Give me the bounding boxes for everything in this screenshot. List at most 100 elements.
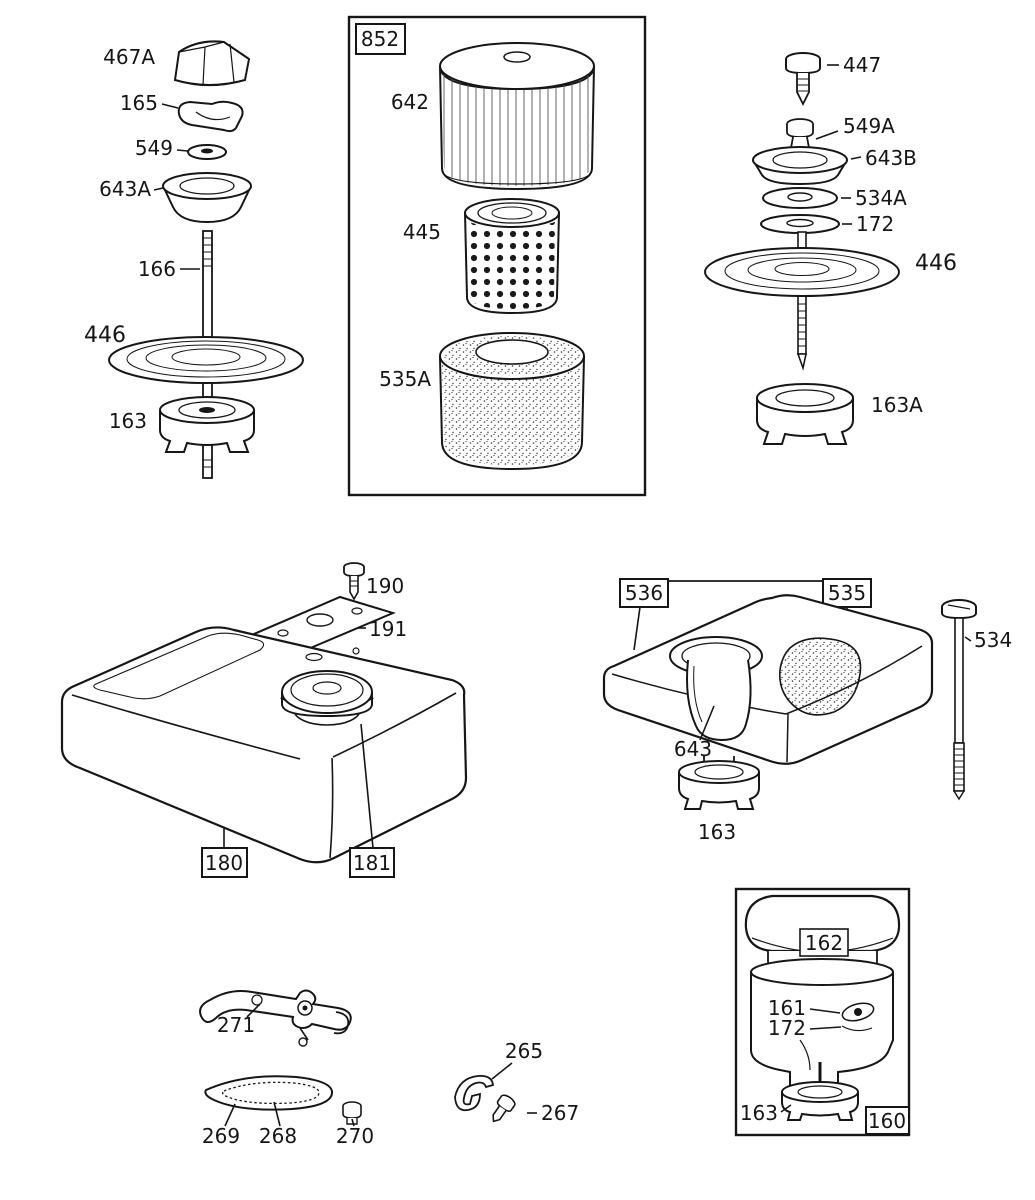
label-446-a: 446 bbox=[84, 323, 126, 348]
label-269: 269 bbox=[202, 1124, 240, 1148]
fuel-tank-assembly-a: 190 191 180 181 bbox=[60, 562, 468, 878]
label-box-536 bbox=[619, 578, 669, 608]
plate-446-a-drawing bbox=[108, 336, 304, 384]
frame-160 bbox=[734, 887, 911, 1137]
leader-line bbox=[633, 606, 641, 651]
leader-line bbox=[699, 705, 715, 741]
leader-line bbox=[780, 1104, 792, 1113]
air-cleaner-box-852: 852 642 445 535A bbox=[347, 15, 647, 497]
leader-line bbox=[360, 723, 374, 849]
leader-line bbox=[161, 103, 179, 109]
label-161: 161 bbox=[768, 996, 806, 1020]
lever-271-drawing bbox=[199, 989, 352, 1047]
dipstick-534-drawing bbox=[941, 599, 977, 801]
cap-549a-drawing bbox=[786, 118, 814, 149]
air-cleaner-assembly-b: 447 549A 643B 534A 172 446 163A bbox=[704, 52, 957, 445]
bracket-165-drawing bbox=[177, 100, 244, 133]
label-642: 642 bbox=[391, 90, 429, 114]
label-445: 445 bbox=[403, 220, 441, 244]
oil-filler-box-160: 162 161 172 163 160 bbox=[734, 887, 911, 1137]
plate-446-b-drawing bbox=[704, 247, 900, 297]
label-181: 181 bbox=[353, 851, 391, 875]
cup-643a-drawing bbox=[162, 172, 252, 224]
label-172-c: 172 bbox=[768, 1016, 806, 1040]
label-446-b: 446 bbox=[915, 251, 957, 276]
label-549a: 549A bbox=[843, 114, 895, 138]
leader-line bbox=[224, 1103, 236, 1127]
clamp-163a-drawing bbox=[756, 383, 854, 445]
frame-852-label-box bbox=[355, 23, 406, 55]
clamp-163-b-drawing bbox=[678, 756, 760, 810]
label-534a: 534A bbox=[855, 186, 907, 210]
label-267: 267 bbox=[541, 1101, 579, 1125]
fuel-tank-assembly-b: 536 535 bbox=[602, 578, 1012, 844]
nut-270-drawing bbox=[342, 1101, 362, 1125]
label-534: 534 bbox=[974, 628, 1012, 652]
label-265: 265 bbox=[505, 1039, 543, 1063]
label-172-b: 172 bbox=[856, 212, 894, 236]
washer-534a-drawing bbox=[762, 187, 838, 209]
label-166: 166 bbox=[138, 257, 176, 281]
leader-line bbox=[351, 1118, 355, 1127]
label-160: 160 bbox=[868, 1109, 906, 1133]
frame-852 bbox=[347, 15, 647, 497]
washer-172-drawing bbox=[760, 214, 840, 234]
label-447: 447 bbox=[843, 53, 881, 77]
leader-line bbox=[964, 636, 972, 642]
leader-line bbox=[153, 187, 164, 191]
leader-line bbox=[273, 1101, 281, 1127]
air-cleaner-assembly-a: 467A 165 549 643A 166 446 163 bbox=[84, 40, 304, 479]
label-268: 268 bbox=[259, 1124, 297, 1148]
label-box-180 bbox=[201, 847, 248, 878]
screw-447-drawing bbox=[785, 52, 821, 107]
tube-161-drawing bbox=[750, 958, 894, 1092]
foam-535-drawing bbox=[778, 637, 862, 716]
cup-643-drawing bbox=[686, 659, 752, 742]
label-165: 165 bbox=[120, 91, 158, 115]
knob-467a-drawing bbox=[173, 40, 251, 87]
label-535: 535 bbox=[828, 581, 866, 605]
label-163a: 163A bbox=[871, 393, 923, 417]
clamp-163-a-drawing bbox=[159, 396, 255, 453]
controls-group: 271 269 268 270 265 267 bbox=[199, 989, 579, 1148]
label-852: 852 bbox=[361, 27, 399, 51]
leader-line bbox=[850, 156, 862, 160]
screw-190-drawing bbox=[343, 562, 365, 601]
label-box-162 bbox=[799, 928, 849, 957]
label-536: 536 bbox=[625, 581, 663, 605]
filler-cap-181-drawing bbox=[280, 670, 374, 726]
label-box-535 bbox=[822, 578, 872, 608]
label-190: 190 bbox=[366, 574, 404, 598]
label-163-b: 163 bbox=[698, 820, 736, 844]
clamp-163-c-drawing bbox=[781, 1062, 859, 1121]
leader-line bbox=[491, 1062, 513, 1080]
cup-643b-drawing bbox=[752, 146, 848, 186]
leader-line bbox=[815, 130, 839, 140]
label-box-160 bbox=[865, 1106, 910, 1135]
leader-line bbox=[809, 1026, 842, 1030]
label-467a: 467A bbox=[103, 45, 155, 69]
label-163-a: 163 bbox=[109, 409, 147, 433]
leader-line bbox=[246, 1003, 261, 1018]
label-box-181 bbox=[349, 847, 395, 878]
label-535a: 535A bbox=[379, 367, 431, 391]
screw-267-drawing bbox=[492, 1094, 516, 1123]
label-643: 643 bbox=[674, 737, 712, 761]
fuel-tank-drawing bbox=[60, 626, 468, 864]
label-271: 271 bbox=[217, 1013, 255, 1037]
fuel-tank-b-drawing bbox=[602, 594, 934, 765]
clip-265-drawing bbox=[454, 1075, 494, 1112]
label-191: 191 bbox=[369, 617, 407, 641]
label-643a: 643A bbox=[99, 177, 151, 201]
label-549: 549 bbox=[135, 136, 173, 160]
leader-line bbox=[809, 1008, 841, 1014]
label-163-c: 163 bbox=[740, 1101, 778, 1125]
label-180: 180 bbox=[205, 851, 243, 875]
cover-642-drawing bbox=[439, 42, 595, 191]
label-270: 270 bbox=[336, 1124, 374, 1148]
gasket-269-268-drawing bbox=[204, 1075, 333, 1111]
element-535a-drawing bbox=[438, 332, 586, 471]
label-643b: 643B bbox=[865, 146, 917, 170]
